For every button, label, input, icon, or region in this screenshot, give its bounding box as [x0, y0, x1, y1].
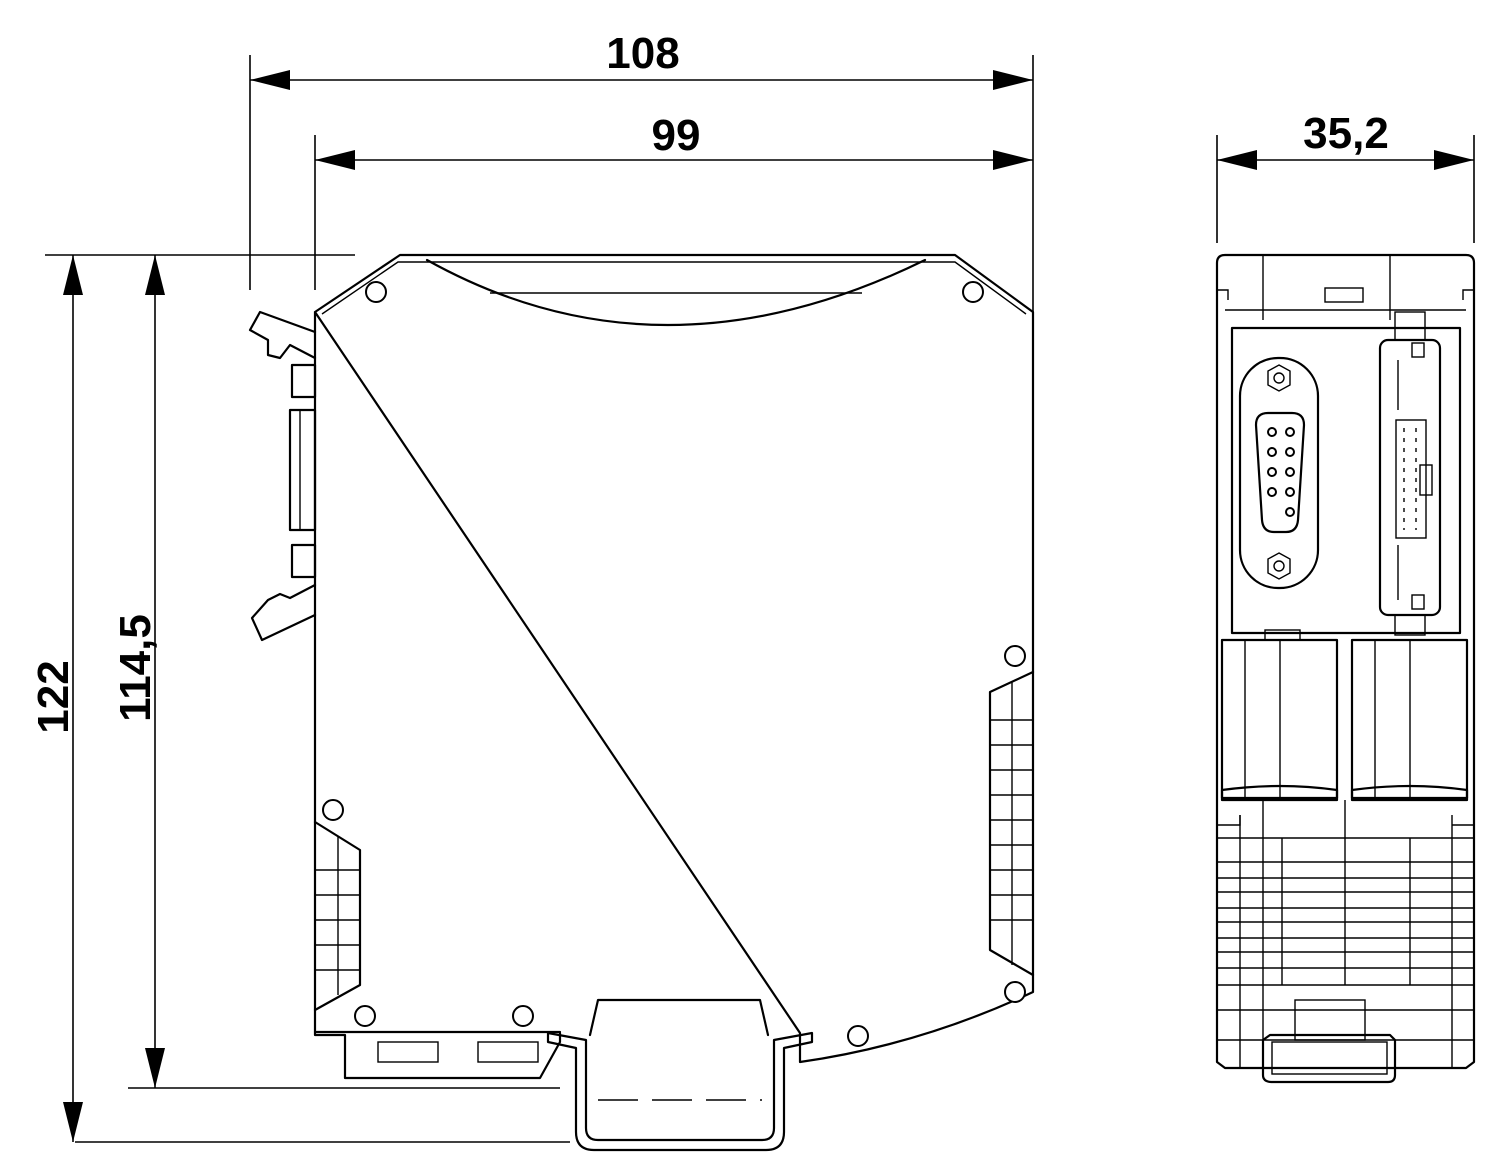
dimension-122: 122 [29, 254, 570, 1143]
header-connector-icon [1378, 311, 1442, 636]
dimension-35-2: 35,2 [1216, 109, 1475, 243]
screw-hole-icon [847, 1025, 869, 1047]
terminal-plug-left [1220, 629, 1339, 802]
side-outline [1215, 253, 1476, 1070]
left-latch-clips [248, 310, 317, 642]
bottom-foot-latch [313, 1030, 562, 1063]
front-view [248, 253, 1035, 1152]
dimension-108: 108 [249, 29, 1034, 312]
screw-hole-icon [962, 281, 984, 303]
dim-label-35-2: 35,2 [1303, 109, 1389, 158]
screw-hole-icon [1004, 981, 1026, 1003]
dim-label-122: 122 [29, 660, 78, 733]
screw-hole-icon [322, 799, 344, 821]
dimension-99: 99 [314, 111, 1033, 290]
screw-hole-icon [512, 1005, 534, 1027]
screw-hole-icon [1004, 645, 1026, 667]
screw-hole-icon [354, 1005, 376, 1027]
side-bottom-clip [1261, 999, 1397, 1084]
dim-label-108: 108 [606, 29, 679, 78]
top-window-curve [425, 258, 927, 327]
left-terminal-block [313, 820, 362, 1012]
dimension-114-5: 114,5 [111, 255, 560, 1089]
side-view [1215, 253, 1476, 1084]
dim-label-99: 99 [652, 111, 701, 160]
dim-label-114-5: 114,5 [111, 614, 160, 722]
terminal-plug-right [1350, 638, 1469, 802]
screw-hole-icon [365, 281, 387, 303]
din-rail [546, 998, 814, 1152]
right-terminal-block [988, 670, 1035, 977]
side-terminal-fins [1217, 800, 1474, 1068]
dsub9-connector-icon [1238, 356, 1320, 590]
housing-outline [313, 253, 1035, 1080]
